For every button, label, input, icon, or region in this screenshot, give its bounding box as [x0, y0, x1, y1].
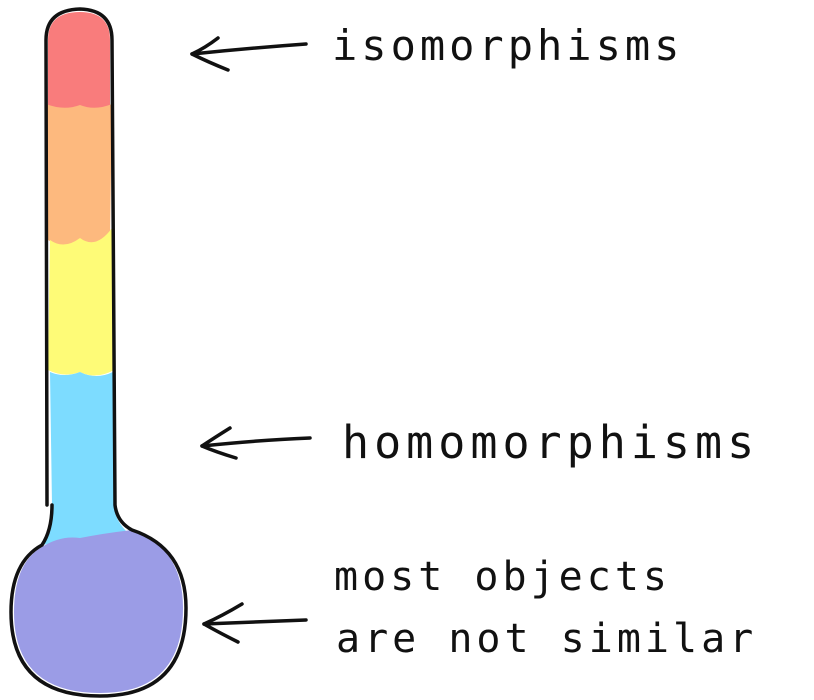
arrow-shaft: [204, 620, 306, 624]
bulb-segment-purple: [14, 530, 183, 693]
arrow-homomorphisms: [202, 428, 310, 458]
label-homomorphisms: homomorphisms: [342, 416, 759, 469]
tube-segment-red: [48, 12, 110, 109]
tube-segment-blue: [42, 372, 130, 545]
arrow-most-objects: [204, 604, 306, 642]
thermometer-fill: [14, 12, 183, 693]
tube-segment-yellow: [48, 228, 114, 376]
arrow-isomorphisms: [192, 38, 306, 70]
arrow-shaft: [202, 438, 310, 446]
label-most-objects: most objects: [334, 554, 671, 600]
tube-segment-orange: [46, 104, 112, 245]
label-are-not-similar: are not similar: [336, 616, 757, 662]
label-isomorphisms: isomorphisms: [332, 21, 683, 70]
